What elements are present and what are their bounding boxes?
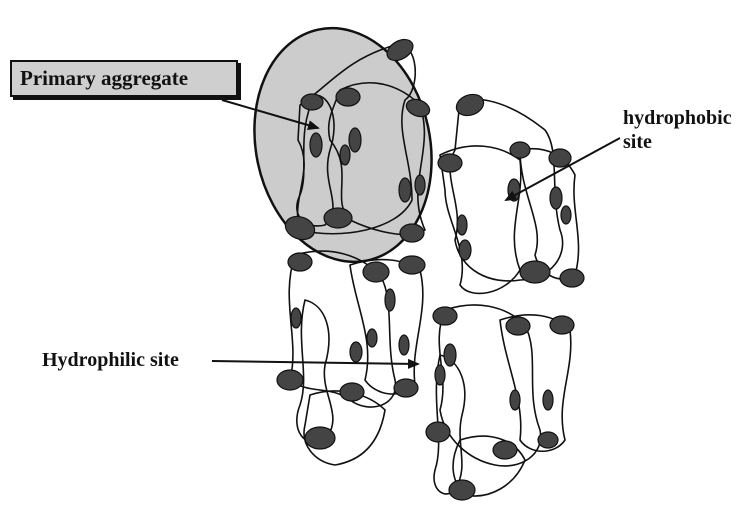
site-ellipse bbox=[560, 269, 584, 287]
site-ellipse bbox=[310, 133, 322, 157]
hydrophobic-label-line2: site bbox=[623, 131, 652, 153]
site-ellipse bbox=[459, 240, 471, 260]
primary-aggregate-label: Primary aggregate bbox=[20, 67, 188, 90]
site-ellipse bbox=[394, 379, 418, 397]
site-ellipse bbox=[350, 342, 362, 362]
site-ellipse bbox=[543, 390, 553, 410]
site-ellipse bbox=[550, 316, 574, 334]
site-ellipse bbox=[367, 329, 377, 347]
site-ellipse bbox=[336, 88, 360, 106]
site-ellipse bbox=[550, 187, 562, 209]
site-ellipse bbox=[399, 335, 409, 355]
site-ellipse bbox=[399, 178, 411, 202]
hydrophilic-arrow bbox=[212, 361, 418, 364]
site-ellipse bbox=[435, 365, 445, 385]
site-ellipse bbox=[340, 145, 350, 165]
site-ellipse bbox=[520, 261, 550, 283]
hydrophilic-label: Hydrophilic site bbox=[42, 349, 179, 371]
site-ellipse bbox=[363, 262, 389, 282]
molecule-outline bbox=[350, 260, 423, 395]
site-ellipse bbox=[305, 427, 335, 449]
site-ellipse bbox=[493, 441, 517, 459]
site-ellipse bbox=[349, 128, 361, 152]
site-ellipse bbox=[399, 256, 425, 274]
site-ellipse bbox=[438, 154, 462, 172]
site-ellipse bbox=[549, 149, 571, 167]
site-ellipse bbox=[324, 208, 352, 228]
site-ellipse bbox=[457, 215, 467, 235]
site-ellipse bbox=[510, 390, 520, 410]
site-ellipse bbox=[291, 308, 301, 328]
site-ellipse bbox=[449, 480, 475, 500]
site-ellipse bbox=[538, 432, 558, 448]
site-ellipse bbox=[301, 94, 323, 110]
molecule-outline bbox=[297, 300, 333, 443]
site-ellipse bbox=[340, 383, 364, 401]
site-ellipse bbox=[426, 422, 450, 442]
site-ellipse bbox=[506, 317, 530, 335]
site-ellipse bbox=[415, 175, 425, 195]
site-ellipse bbox=[444, 344, 456, 366]
site-ellipse bbox=[277, 370, 303, 390]
site-ellipse bbox=[400, 224, 424, 242]
hydrophobic-label-line1: hydrophobic bbox=[623, 107, 732, 129]
molecule-outline bbox=[500, 315, 571, 451]
site-ellipse bbox=[433, 307, 457, 325]
site-ellipse bbox=[510, 142, 530, 158]
site-ellipse bbox=[385, 289, 395, 311]
site-ellipse bbox=[288, 253, 312, 271]
site-ellipse bbox=[561, 206, 571, 224]
